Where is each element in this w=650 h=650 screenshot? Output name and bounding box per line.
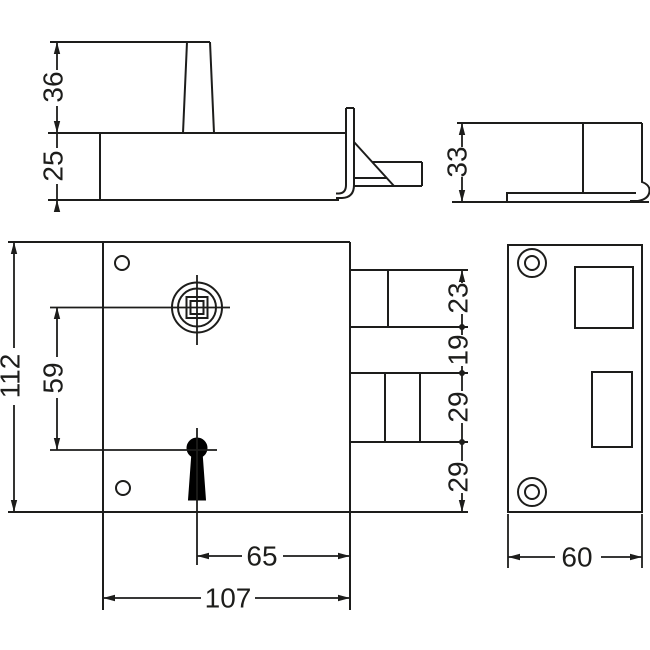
strike-box-side-view: 33 (442, 122, 650, 203)
dim-label-bolt-bottom-offset: 29 (443, 461, 474, 492)
screw-hole-outer (517, 477, 547, 507)
dim-label-knob-height: 36 (38, 71, 69, 102)
screw-hole-top (114, 255, 130, 271)
lock-body-outline (8, 241, 468, 610)
bolt-opening (591, 371, 633, 448)
faceplate-side (336, 107, 355, 199)
knob-outline (182, 41, 215, 134)
dim-dot-bolt-top (459, 370, 465, 376)
keyhole (186, 428, 208, 565)
strike-box-outline (457, 122, 650, 202)
lock-side-view: 36 25 (38, 41, 423, 212)
dim-label-body-height: 112 (0, 354, 26, 399)
latch-bolt-front (350, 269, 468, 328)
latch-bolt-side (353, 141, 423, 187)
dim-ext-59 (50, 306, 230, 451)
screw-hole-inner (524, 255, 540, 271)
spindle-hub (171, 275, 223, 345)
dim-label-box-depth: 33 (442, 146, 473, 177)
dim-label-case-depth: 25 (38, 150, 69, 181)
dim-ext-60 (507, 514, 643, 568)
dim-label-bolt-height: 29 (443, 391, 474, 422)
screw-hole-inner (524, 484, 540, 500)
dim-dot-latch-bottom (459, 324, 465, 330)
dim-chain-right: 23 19 29 29 (443, 270, 474, 512)
latch-opening (574, 266, 634, 329)
dim-label-latch-height: 23 (443, 282, 474, 313)
dim-dot-bolt-bottom (459, 439, 465, 445)
case-outline-side (48, 132, 346, 201)
dim-label-strike-width: 60 (561, 542, 592, 573)
dim-label-spindle-to-keyhole: 59 (38, 362, 69, 393)
screw-hole-bottom (115, 480, 131, 496)
dim-label-latch-bolt-gap: 19 (443, 334, 474, 365)
screw-hole-outer (517, 248, 547, 278)
dead-bolt-front (350, 372, 468, 443)
dim-label-body-width: 107 (205, 583, 252, 614)
strike-screw-hole-bottom (517, 477, 547, 507)
strike-screw-hole-top (517, 248, 547, 278)
dim-label-keyhole-to-edge: 65 (246, 541, 277, 572)
strike-plate-front-view: 60 (507, 244, 643, 573)
dim-arrow-25 (53, 200, 61, 212)
strike-plate-outline (507, 244, 643, 513)
lock-front-view: 112 59 23 19 29 29 65 107 (0, 241, 474, 614)
